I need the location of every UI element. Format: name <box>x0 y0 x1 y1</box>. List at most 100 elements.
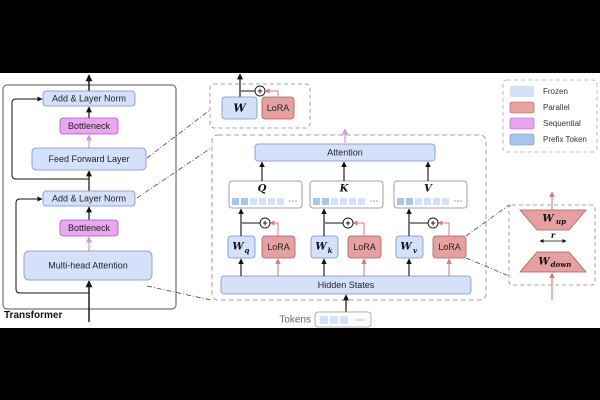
q-plus-label: + <box>262 218 267 228</box>
token-2 <box>330 316 338 324</box>
connector-top-1 <box>146 109 211 159</box>
v-group: V ··· <box>393 180 468 209</box>
k-token-4 <box>358 198 365 205</box>
bottleneck-bottom-label: Bottleneck <box>68 223 111 233</box>
v-prefix-token-2 <box>406 198 413 205</box>
k-merge: + <box>321 208 365 236</box>
bottom-black-band <box>0 328 600 400</box>
legend-swatch-frozen <box>510 86 534 97</box>
add-norm-bottom-box <box>42 190 136 207</box>
v-plus-label: + <box>430 218 435 228</box>
attention-label: Attention <box>327 147 363 157</box>
ffn-label: Feed Forward Layer <box>48 154 129 164</box>
q-group: Q ··· <box>228 180 303 209</box>
connector-lora-detail-bottom <box>465 257 510 277</box>
wq-subscript: q <box>245 246 250 255</box>
q-ellipsis: ··· <box>289 195 298 205</box>
parallel-w-box <box>221 96 258 120</box>
parallel-adapter-block: W LoRA + <box>209 73 311 129</box>
rank-label: r <box>551 230 556 240</box>
legend-swatch-prefix <box>509 133 535 146</box>
v-token-1 <box>415 198 422 205</box>
transformer-block: Add & Layer Norm Bottleneck Feed Forward… <box>2 74 177 322</box>
wv-lora-label: LoRA <box>438 242 461 252</box>
tokens-ellipsis: ··· <box>356 314 365 324</box>
k-token-2 <box>340 198 347 205</box>
w-down-trapezoid <box>519 251 587 273</box>
wv-lora-up-arrow <box>437 220 450 236</box>
q-merge: + <box>238 208 279 236</box>
connector-bottom <box>146 285 212 301</box>
k-ellipsis: ··· <box>370 195 379 205</box>
parallel-lora-up-arrow <box>264 88 279 97</box>
connector-lora-detail-top <box>465 204 510 237</box>
add-norm-top-box <box>42 90 136 107</box>
w-up-label: W <box>542 214 555 225</box>
tokens-row: Tokens ··· <box>279 311 372 328</box>
bottleneck-bottom-box <box>59 219 119 237</box>
bottleneck-top-label: Bottleneck <box>68 121 111 131</box>
q-token-4 <box>277 198 284 205</box>
legend-label-parallel: Parallel <box>543 103 570 112</box>
top-black-band <box>0 0 600 73</box>
hidden-states-label: Hidden States <box>318 280 375 290</box>
mha-box <box>23 250 153 281</box>
parallel-dashed-frame <box>209 83 311 129</box>
q-label: Q <box>258 184 267 195</box>
q-token-2 <box>259 198 266 205</box>
v-token-3 <box>433 198 440 205</box>
wv-label: W <box>400 242 413 253</box>
add-norm-top-label: Add & Layer Norm <box>52 93 126 103</box>
v-ellipsis: ··· <box>454 195 463 205</box>
hidden-states-box <box>220 275 472 295</box>
legend-label-sequential: Sequential <box>543 119 581 128</box>
attention-lora-block: Attention Q ··· K ··· V <box>211 134 487 301</box>
k-label: K <box>339 184 350 195</box>
add-norm-bottom-label: Add & Layer Norm <box>52 193 126 203</box>
legend: Frozen Parallel Sequential Prefix Token <box>502 79 598 153</box>
attention-box <box>254 143 436 162</box>
wk-subscript: k <box>328 246 333 255</box>
residual-loop-ffn <box>11 96 89 180</box>
ffn-box <box>31 147 147 171</box>
legend-frame <box>502 79 598 153</box>
v-token-4 <box>442 198 449 205</box>
v-merge: + <box>406 208 450 236</box>
k-prefix-token-2 <box>322 198 329 205</box>
parallel-plus-label: + <box>257 86 262 96</box>
wk-label: W <box>315 242 328 253</box>
legend-swatch-parallel <box>509 101 535 114</box>
wq-lora-up-arrow <box>269 220 279 236</box>
w-up-subscript: up <box>556 217 566 226</box>
q-prefix-token-2 <box>241 198 248 205</box>
k-group: K ··· <box>309 180 384 209</box>
parallel-lora-label: LoRA <box>267 103 290 113</box>
lora-detail-block: W up r W down <box>508 191 596 300</box>
mha-label: Multi-head Attention <box>48 260 128 270</box>
wk-lora-up-arrow <box>352 220 365 236</box>
attention-dashed-frame <box>211 134 487 301</box>
w-down-label: W <box>538 257 551 268</box>
tokens-label: Tokens <box>279 315 311 326</box>
token-1 <box>320 316 328 324</box>
bottleneck-top-box <box>59 117 119 135</box>
v-token-2 <box>424 198 431 205</box>
q-token-1 <box>250 198 257 205</box>
wq-lora-label: LoRA <box>267 242 290 252</box>
k-plus-label: + <box>345 218 350 228</box>
parallel-w-label: W <box>233 102 247 115</box>
token-3 <box>340 316 348 324</box>
wq-label: W <box>232 242 245 253</box>
k-token-1 <box>331 198 338 205</box>
v-prefix-token-1 <box>397 198 404 205</box>
q-prefix-token-1 <box>232 198 239 205</box>
v-label: V <box>424 184 433 195</box>
connector-top-2 <box>136 147 212 199</box>
w-up-trapezoid <box>519 209 587 231</box>
legend-swatch-sequential <box>509 117 535 130</box>
residual-loop-mha <box>15 196 89 294</box>
q-token-3 <box>268 198 275 205</box>
w-down-subscript: down <box>551 260 572 269</box>
legend-label-prefix: Prefix Token <box>543 135 587 144</box>
